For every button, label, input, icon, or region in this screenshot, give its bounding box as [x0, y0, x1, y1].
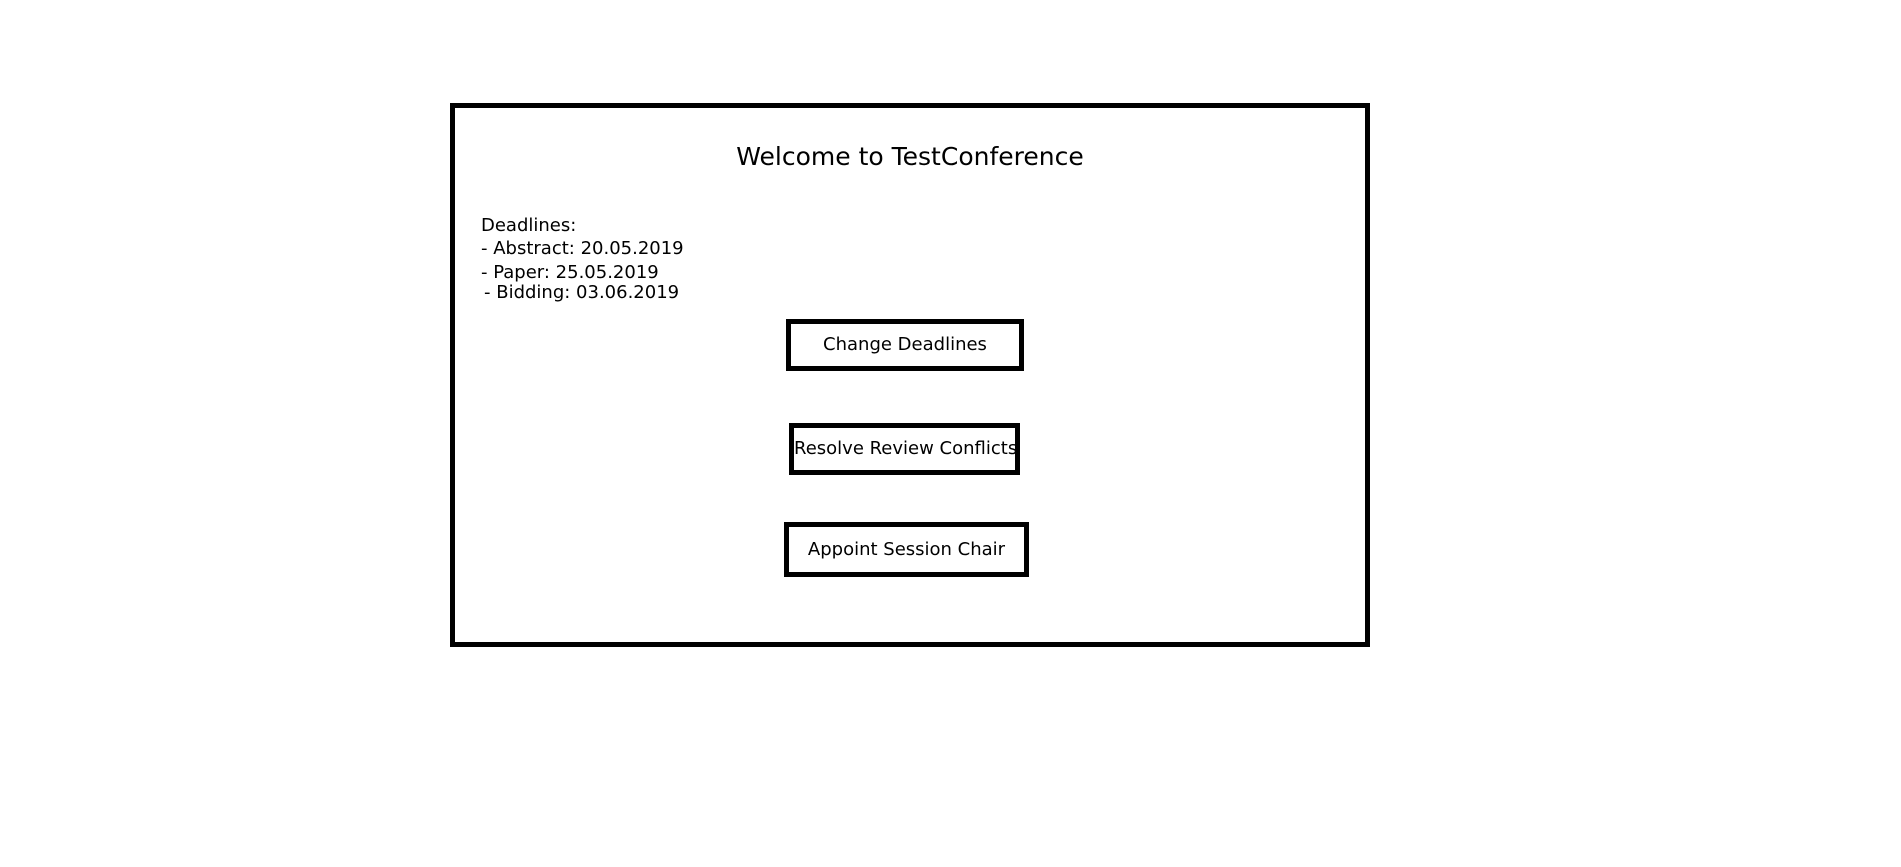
resolve-review-conflicts-button[interactable]: Resolve Review Conflicts	[789, 423, 1020, 475]
deadlines-section: Deadlines: - Abstract: 20.05.2019 - Pape…	[481, 214, 684, 304]
page-title: Welcome to TestConference	[736, 142, 1084, 171]
deadline-bidding: - Bidding: 03.06.2019	[484, 282, 680, 303]
deadline-abstract: - Abstract: 20.05.2019	[481, 238, 684, 259]
appoint-session-chair-button[interactable]: Appoint Session Chair	[784, 522, 1029, 577]
deadlines-heading: Deadlines:	[481, 215, 577, 236]
conference-panel: Welcome to TestConference Deadlines: - A…	[450, 103, 1370, 647]
deadline-paper: - Paper: 25.05.2019	[481, 262, 659, 283]
change-deadlines-button[interactable]: Change Deadlines	[786, 319, 1024, 371]
